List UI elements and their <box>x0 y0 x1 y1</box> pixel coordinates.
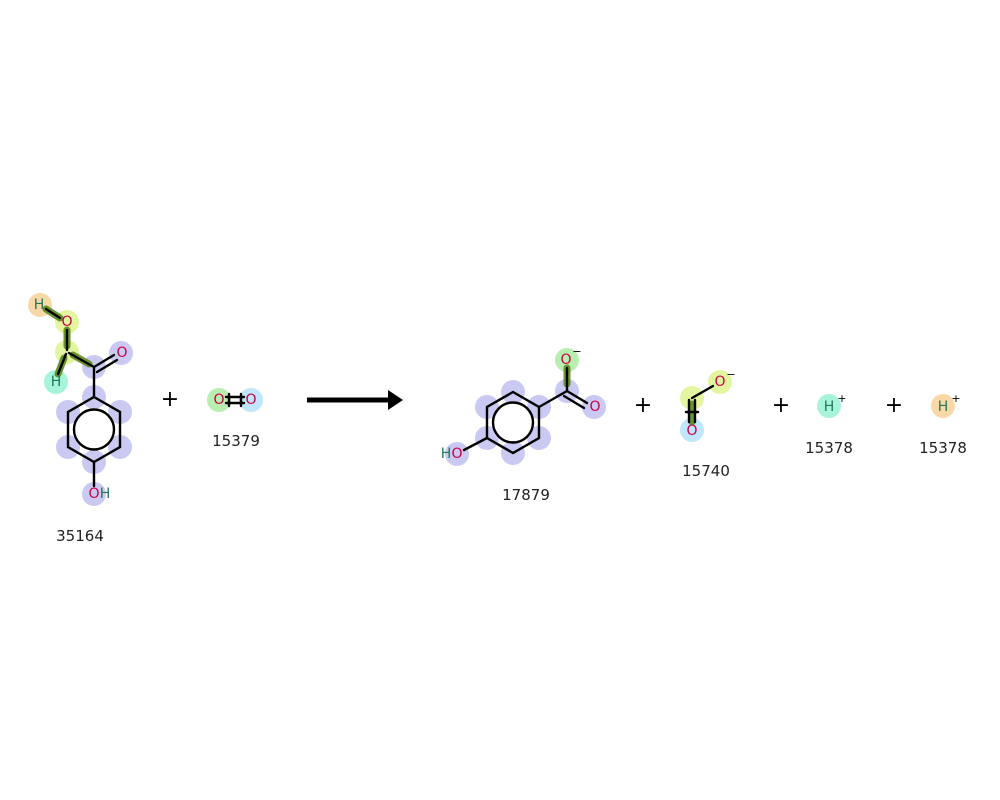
atom-halo-oh <box>82 482 106 506</box>
compound-label: 15379 <box>212 432 260 450</box>
molecule-15378-peach: H + 15378 <box>919 392 967 457</box>
atom-o: O <box>213 392 224 408</box>
bond <box>44 307 62 320</box>
aromatic-circle <box>491 401 535 444</box>
bond <box>690 384 715 400</box>
atom-h: H <box>938 399 949 415</box>
compound-label: 15740 <box>682 462 730 480</box>
bond <box>95 358 119 374</box>
compound-label: 15378 <box>919 439 967 457</box>
bond <box>56 352 68 376</box>
atom-halo-o-cyan <box>239 388 263 412</box>
atom-h: H <box>100 486 111 502</box>
plus-sign: + <box>634 393 652 418</box>
plus-sign: + <box>161 387 179 412</box>
atom-o: O <box>116 345 127 361</box>
atom-o: O <box>714 374 725 390</box>
atom-halo-h-mint <box>44 370 68 394</box>
charge-minus: − <box>572 345 581 358</box>
atom-halo-ho <box>445 442 469 466</box>
molecule-15740: O − O 15740 <box>680 368 736 480</box>
charge-plus: + <box>951 392 960 405</box>
molecule-17879: H O O − O 17879 <box>441 345 606 504</box>
bond <box>67 351 96 369</box>
atom-h: H <box>441 446 452 462</box>
bond <box>562 394 586 410</box>
plus-sign: + <box>885 393 903 418</box>
reaction-arrow <box>307 390 403 410</box>
bond <box>92 353 116 369</box>
atom-halo-o-green <box>555 348 579 372</box>
molecule-35164: H O H O O H 35164 <box>28 293 133 545</box>
atom-o: O <box>686 423 697 439</box>
compound-label: 17879 <box>502 486 550 504</box>
atom-halo-o-green <box>207 388 231 412</box>
atom-o: O <box>451 446 462 462</box>
bond <box>462 436 489 452</box>
atom-halo-carbonyl-o <box>109 341 133 365</box>
atom-halo-h-peach <box>931 394 955 418</box>
aromatic-circle <box>72 408 116 451</box>
charge-minus: − <box>726 368 735 381</box>
atom-h: H <box>34 297 45 313</box>
bond <box>537 389 569 409</box>
atom-h: H <box>51 374 62 390</box>
molecule-15379: O O 15379 <box>207 388 263 450</box>
compound-label: 15378 <box>805 439 853 457</box>
atom-halo-o-yellow <box>708 370 732 394</box>
molecule-15378-mint: H + 15378 <box>805 392 853 457</box>
atom-o: O <box>88 486 99 502</box>
atom-h: H <box>824 399 835 415</box>
compound-label: 35164 <box>56 527 104 545</box>
atom-o: O <box>560 352 571 368</box>
charge-plus: + <box>837 392 846 405</box>
atom-halo-h-mint <box>817 394 841 418</box>
plus-sign: + <box>772 393 790 418</box>
atom-o: O <box>589 399 600 415</box>
atom-o: O <box>61 314 72 330</box>
bond <box>565 389 589 405</box>
atom-o: O <box>245 392 256 408</box>
atom-halo-o-cyan <box>680 418 704 442</box>
atom-halo-carboxyl-o <box>582 395 606 419</box>
